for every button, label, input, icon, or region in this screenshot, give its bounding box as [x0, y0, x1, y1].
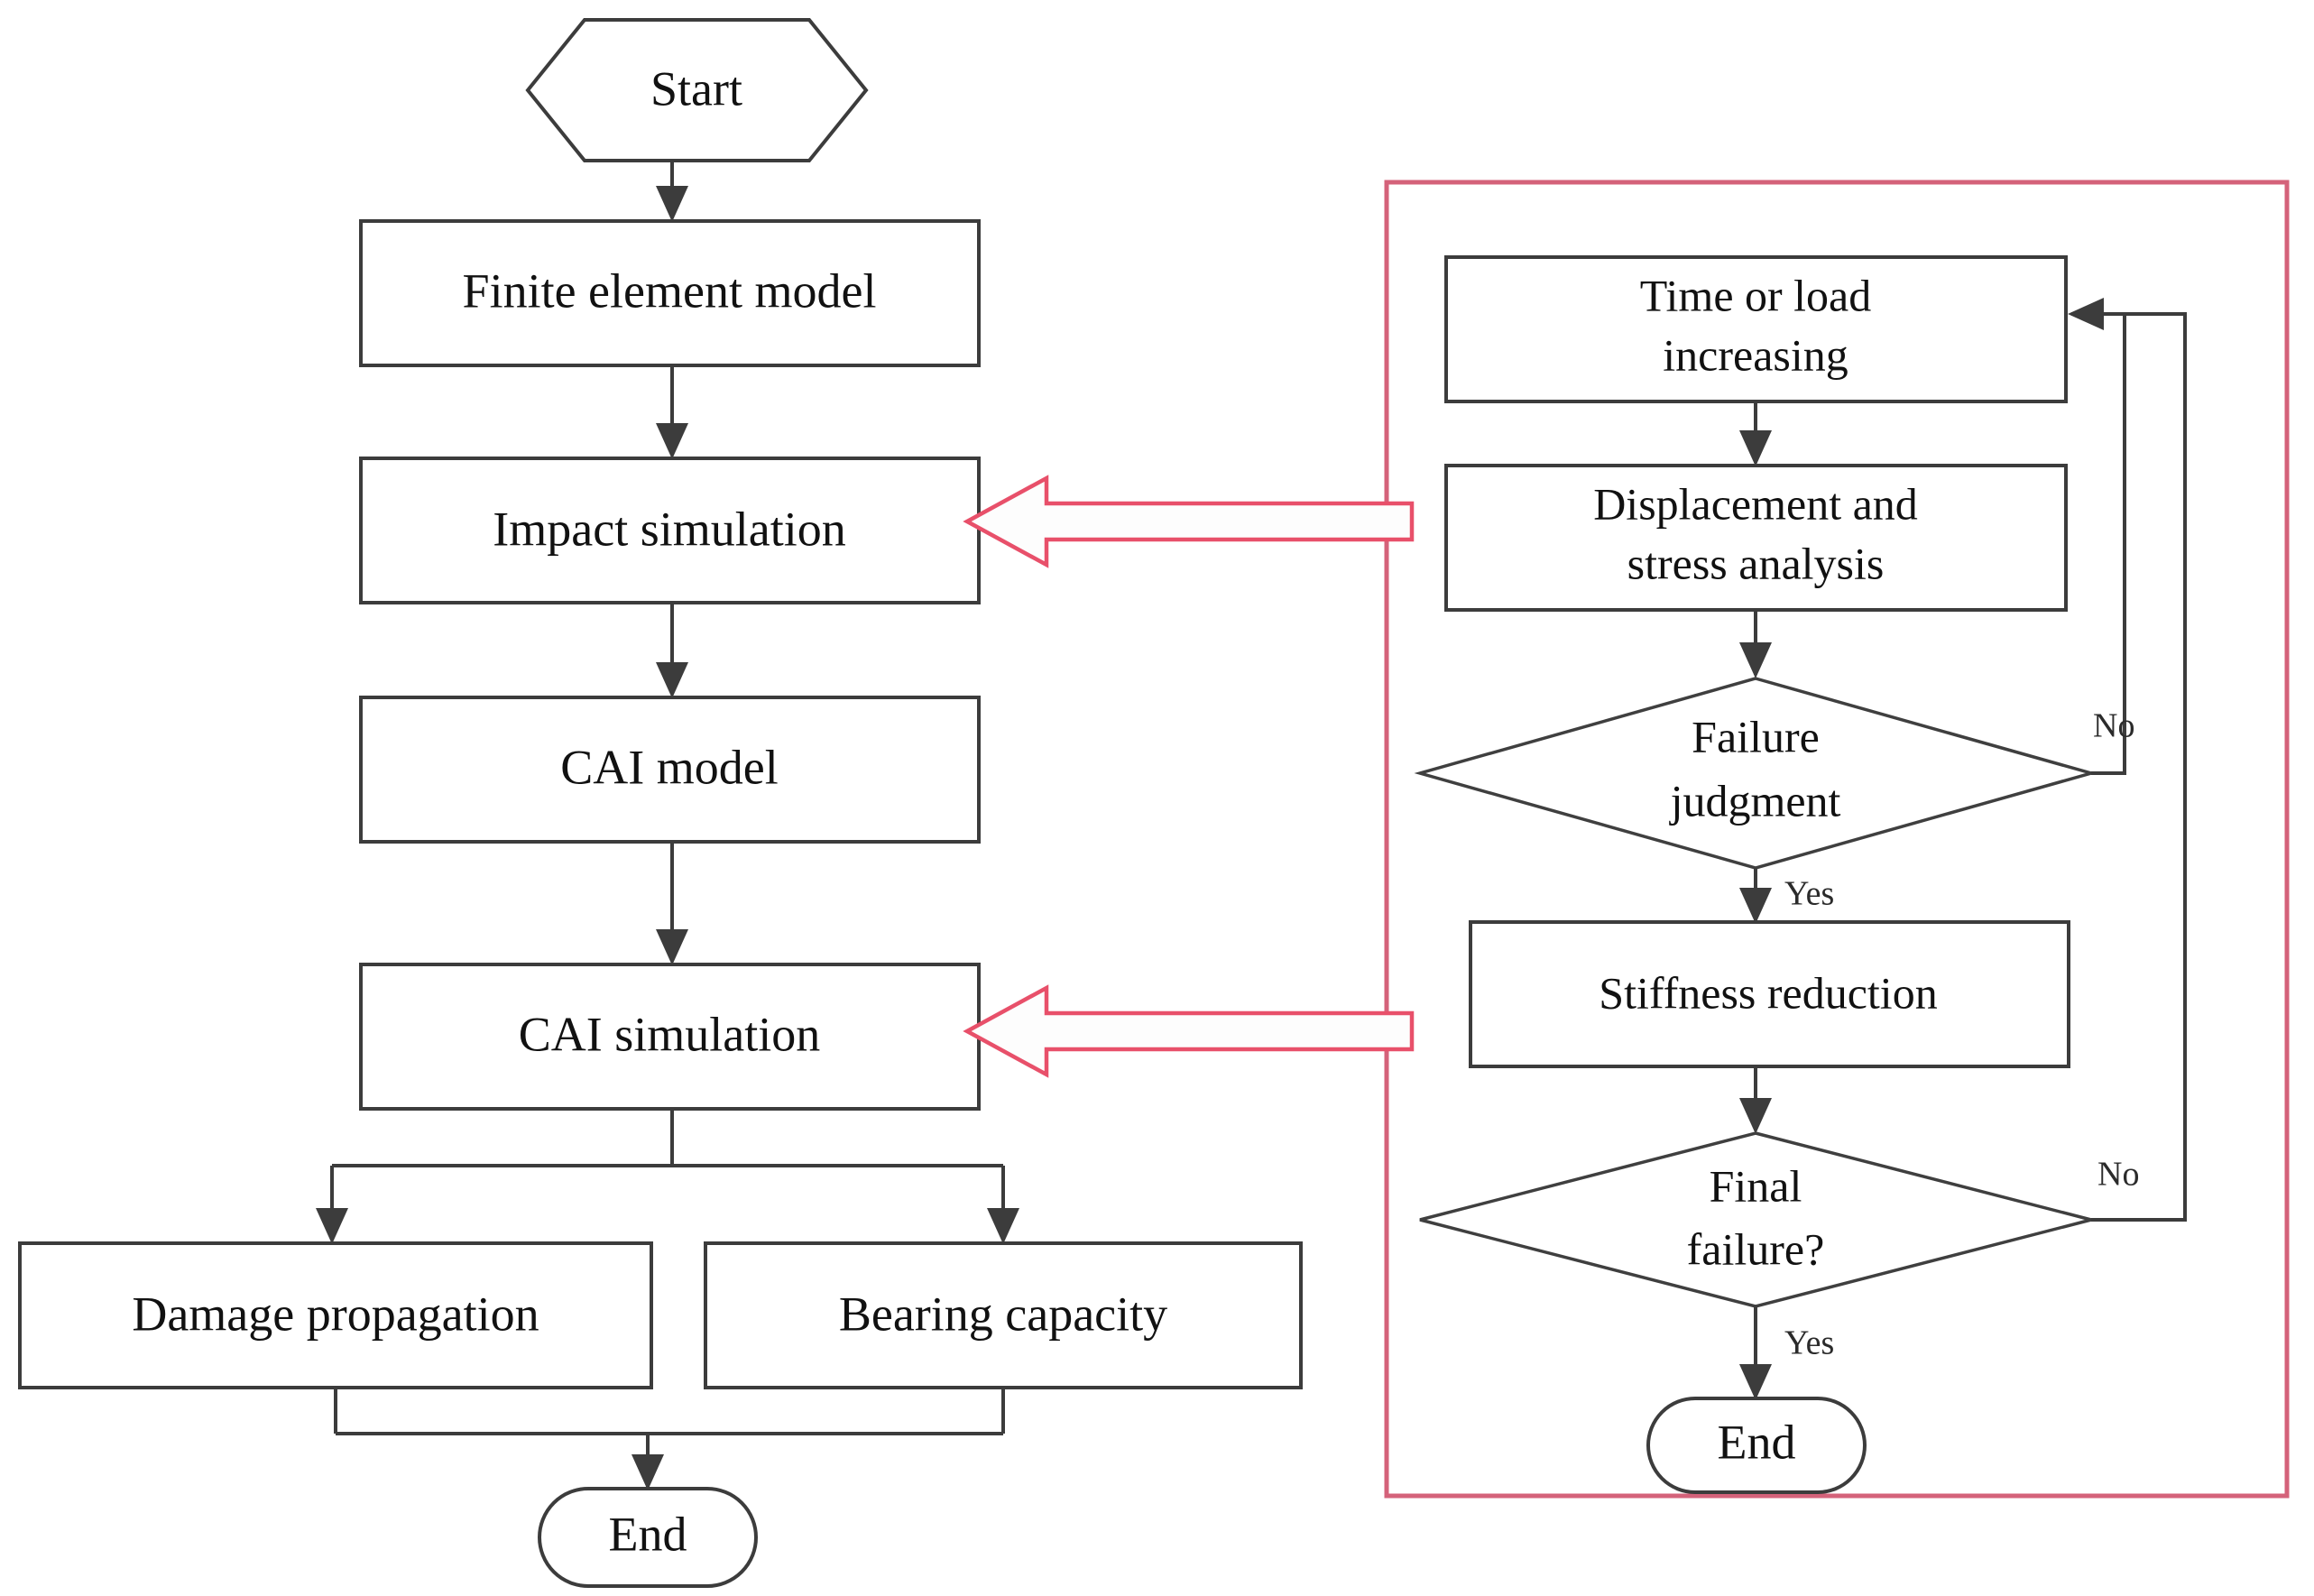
subprocess-container	[1384, 180, 2290, 1499]
node-failure-judgment[interactable]: Failure judgment	[1414, 677, 2097, 870]
stiffness-rect-shape	[1469, 920, 2070, 1068]
node-impact-label: Impact simulation	[493, 502, 845, 556]
node-cai-simulation[interactable]: CAI simulation	[359, 963, 981, 1111]
node-failure-judgment-label-line1: Failure	[1692, 711, 1820, 761]
node-cai-model-label: CAI model	[560, 740, 778, 794]
edge-label-final-failure-yes: Yes	[1784, 1324, 1834, 1362]
impact-rect-shape	[359, 457, 981, 604]
node-impact-simulation[interactable]: Impact simulation	[359, 457, 981, 604]
edge-failure-judgment-no-loop	[2068, 298, 2126, 775]
node-time-or-load-increasing[interactable]: Time or load increasing	[1444, 255, 2068, 403]
node-stiffness-label: Stiffness reduction	[1599, 967, 1937, 1018]
disp-stress-rect-shape	[1444, 464, 2068, 612]
edge-label-final-failure-no: No	[2097, 1156, 2139, 1194]
node-damage-label: Damage propagation	[132, 1287, 539, 1341]
start-hexagon-shape	[525, 18, 869, 162]
node-cai-model[interactable]: CAI model	[359, 696, 981, 844]
node-displacement-stress-analysis[interactable]: Displacement and stress analysis	[1444, 464, 2068, 612]
node-time-load-label-line1: Time or load	[1640, 270, 1872, 320]
node-finite-element-model[interactable]: Finite element model	[359, 219, 981, 367]
red-arrow-to-impact-simulation	[963, 475, 1415, 568]
node-time-load-label-line2: increasing	[1663, 329, 1848, 380]
edge-final-failure-no-loop	[2071, 312, 2187, 1222]
node-fem-label: Finite element model	[463, 263, 877, 318]
node-disp-stress-label-line1: Displacement and	[1593, 478, 1918, 529]
red-arrow-to-cai-simulation	[963, 984, 1415, 1078]
node-start[interactable]: Start	[525, 18, 869, 162]
final-failure-diamond-shape	[1419, 1131, 2092, 1308]
node-stiffness-reduction[interactable]: Stiffness reduction	[1469, 920, 2070, 1068]
node-bearing-label: Bearing capacity	[839, 1287, 1167, 1341]
edge-label-failure-judgment-yes: Yes	[1784, 875, 1834, 913]
node-failure-judgment-label-line2: judgment	[1669, 775, 1841, 826]
node-damage-propagation[interactable]: Damage propagation	[18, 1241, 653, 1389]
node-final-failure-label-line2: failure?	[1687, 1223, 1825, 1274]
subprocess-end-stadium-shape	[1646, 1397, 1867, 1494]
fem-rect-shape	[359, 219, 981, 367]
node-final-failure[interactable]: Final failure?	[1419, 1131, 2092, 1308]
time-load-rect-shape	[1444, 255, 2068, 403]
failure-judgment-diamond-shape	[1414, 677, 2097, 870]
node-start-label: Start	[650, 61, 742, 115]
node-main-end[interactable]: End	[538, 1487, 758, 1588]
main-end-stadium-shape	[538, 1487, 758, 1588]
node-main-end-label: End	[609, 1507, 687, 1561]
node-bearing-capacity[interactable]: Bearing capacity	[704, 1241, 1303, 1389]
node-final-failure-label-line1: Final	[1710, 1160, 1802, 1211]
node-subprocess-end-label: End	[1718, 1415, 1796, 1469]
node-subprocess-end[interactable]: End	[1646, 1397, 1867, 1494]
node-disp-stress-label-line2: stress analysis	[1627, 538, 1885, 588]
cai-model-rect-shape	[359, 696, 981, 844]
edge-label-failure-judgment-no: No	[2093, 707, 2134, 745]
node-cai-sim-label: CAI simulation	[519, 1007, 821, 1061]
